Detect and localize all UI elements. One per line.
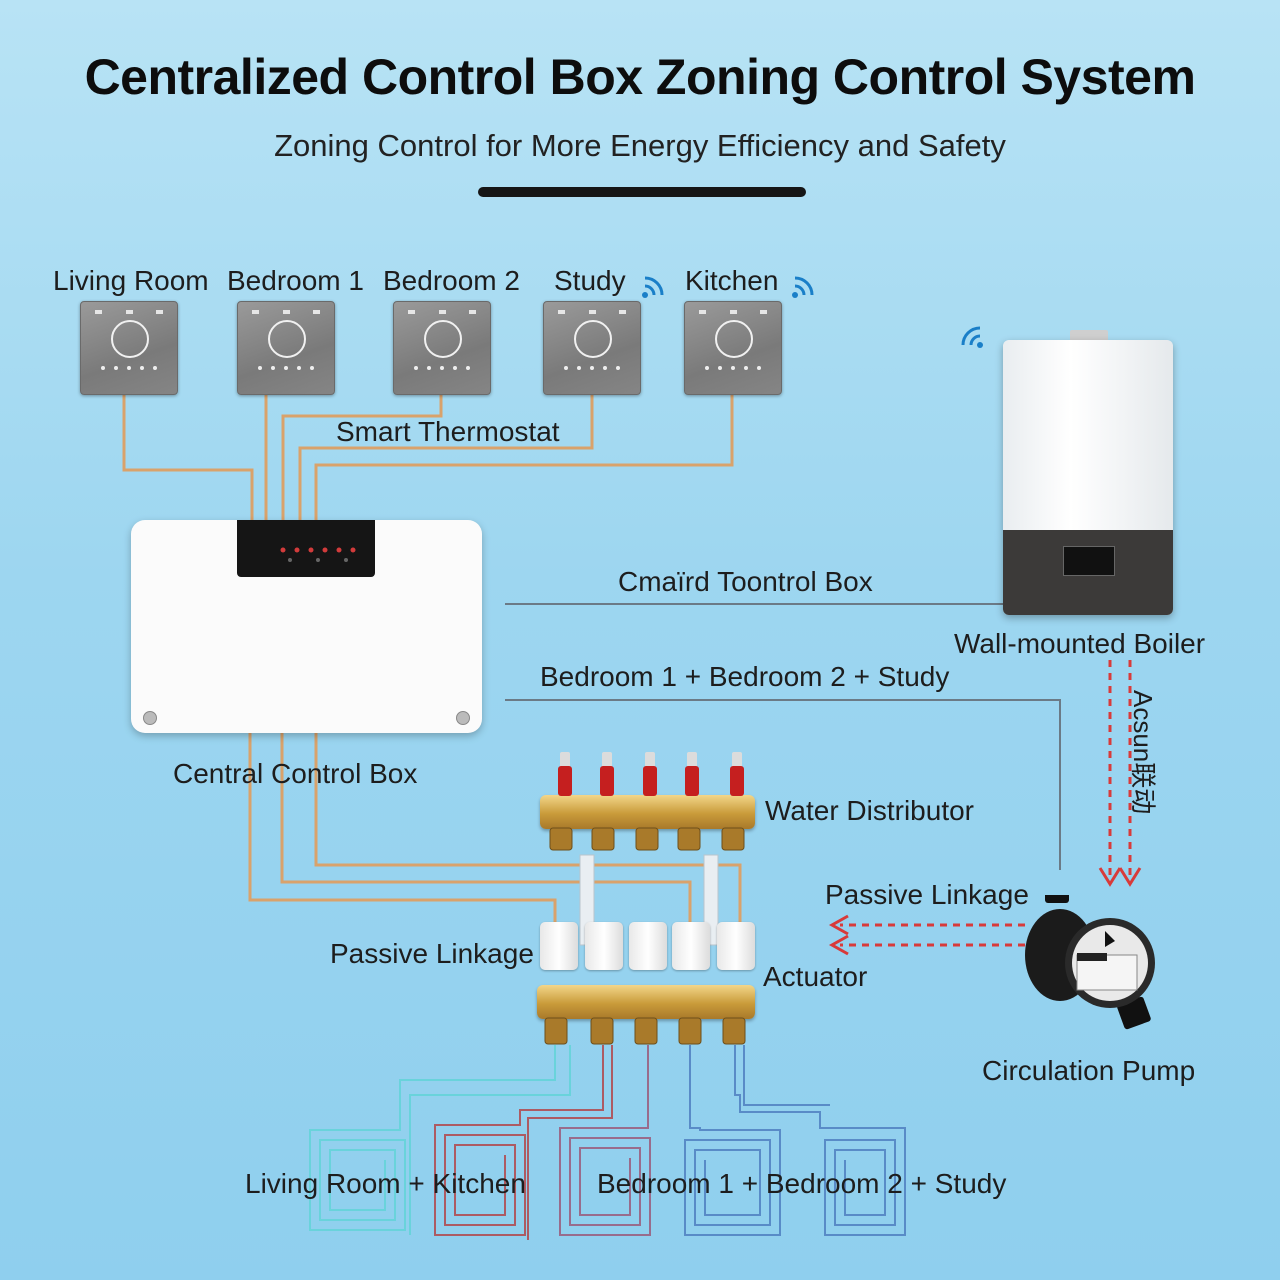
boiler-flue (1070, 330, 1108, 342)
valve-cap (732, 752, 742, 768)
thermostat-icon (393, 301, 491, 395)
thermostat-icon (543, 301, 641, 395)
thermostat-wires (122, 392, 742, 925)
flow-valve (558, 766, 572, 796)
room-label-bedroom-1: Bedroom 1 (227, 265, 364, 296)
flow-valve (643, 766, 657, 796)
smart-thermostat-label: Smart Thermostat (336, 416, 560, 447)
thermostat-icon (684, 301, 782, 395)
passive-linkage-right-label: Passive Linkage (825, 879, 1029, 910)
terminal-leds (280, 547, 356, 562)
boiler-wifi-icon (961, 326, 983, 348)
actuator-head (540, 922, 578, 970)
actuator-label: Actuator (763, 961, 868, 992)
central-control-box-label: Central Control Box (173, 758, 418, 789)
acsun-linkage-label: Acsun联动 (1128, 690, 1158, 815)
flow-valve (730, 766, 744, 796)
signal-lines (505, 603, 1061, 870)
circulation-pump (1025, 895, 1155, 1030)
water-distributor-label: Water Distributor (765, 795, 975, 826)
actuator-head (585, 922, 623, 970)
valve-cap (602, 752, 612, 768)
return-outlets (544, 1017, 746, 1045)
boiler-label: Wall-mounted Boiler (954, 628, 1206, 659)
flow-valve (685, 766, 699, 796)
valve-cap (645, 752, 655, 768)
page-title: Centralized Control Box Zoning Control S… (84, 49, 1196, 105)
control-box-terminal-panel (237, 520, 375, 577)
room-label-kitchen: Kitchen (685, 265, 779, 296)
boiler-display (1063, 546, 1115, 576)
thermostat-icon (80, 301, 178, 395)
actuator-head (717, 922, 755, 970)
zone-bottom-right-label: Bedroom 1 + Bedroom 2 + Study (597, 1168, 1007, 1199)
page-subtitle: Zoning Control for More Energy Efficienc… (274, 128, 1006, 163)
wifi-icon (792, 276, 814, 298)
zone-link-label: Bedroom 1 + Bedroom 2 + Study (540, 661, 950, 692)
arrow-icon (828, 867, 1142, 956)
water-distributor-manifold (540, 795, 755, 829)
screw-icon (456, 711, 470, 725)
thermostat-icon (237, 301, 335, 395)
valve-cap (560, 752, 570, 768)
zone-bottom-left-label: Living Room + Kitchen (245, 1168, 526, 1199)
passive-linkage-left-label: Passive Linkage (330, 938, 534, 969)
flow-valve (600, 766, 614, 796)
manifold-outlets (549, 827, 745, 851)
return-manifold (537, 985, 755, 1019)
room-label-living-room: Living Room (53, 265, 209, 296)
screw-icon (143, 711, 157, 725)
actuator-head (672, 922, 710, 970)
control-link-label: Cmaïrd Toontrol Box (618, 566, 873, 597)
room-label-bedroom-2: Bedroom 2 (383, 265, 520, 296)
actuator-head (629, 922, 667, 970)
room-label-study: Study (554, 265, 626, 296)
wifi-icon (642, 276, 664, 298)
circulation-pump-label: Circulation Pump (982, 1055, 1196, 1086)
linkage-arrows (840, 660, 1132, 947)
valve-cap (687, 752, 697, 768)
floor-loops (309, 1045, 906, 1240)
title-divider (478, 187, 806, 197)
